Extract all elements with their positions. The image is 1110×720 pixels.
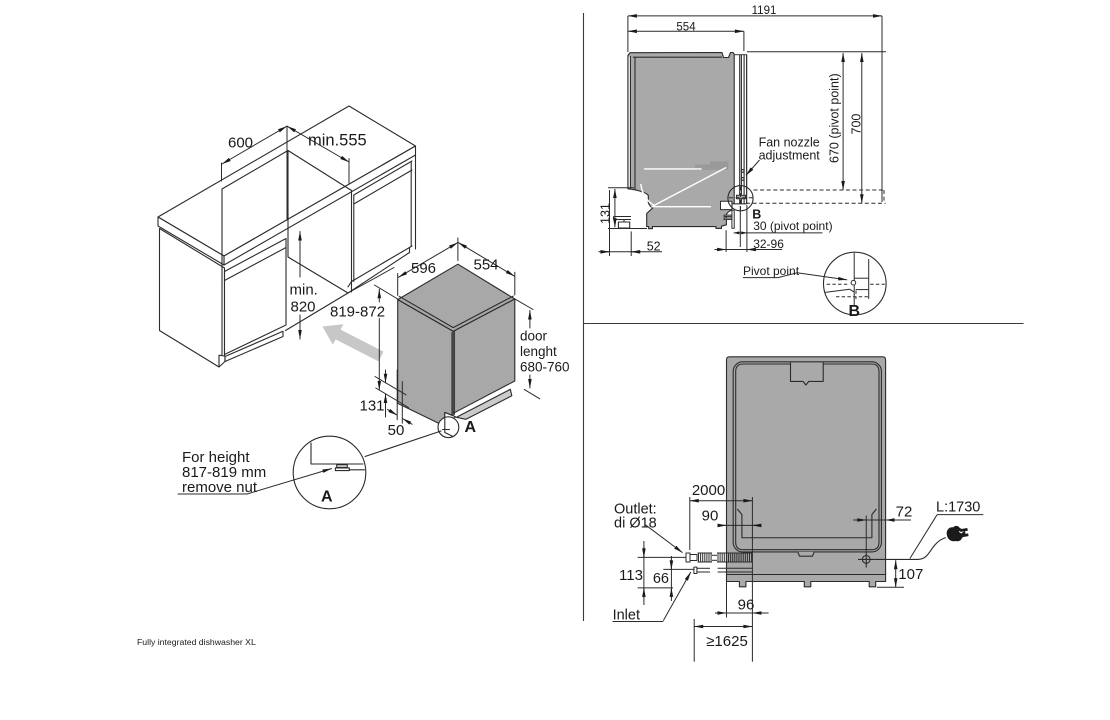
svg-text:554: 554 <box>676 22 696 34</box>
svg-text:adjustment: adjustment <box>759 149 821 163</box>
svg-text:600: 600 <box>228 135 253 152</box>
svg-text:≥1625: ≥1625 <box>706 633 748 650</box>
svg-text:2000: 2000 <box>692 482 725 499</box>
svg-text:66: 66 <box>653 571 669 587</box>
svg-text:L:1730: L:1730 <box>936 500 980 516</box>
svg-text:remove nut: remove nut <box>182 479 258 496</box>
svg-text:min.: min. <box>290 282 318 299</box>
svg-text:52: 52 <box>647 239 661 253</box>
svg-text:554: 554 <box>473 257 498 274</box>
svg-text:door: door <box>520 329 548 344</box>
svg-text:di Ø18: di Ø18 <box>614 516 657 532</box>
svg-text:A: A <box>321 489 333 506</box>
svg-text:50: 50 <box>388 422 405 439</box>
svg-text:30 (pivot point): 30 (pivot point) <box>753 219 832 233</box>
svg-text:Outlet:: Outlet: <box>614 502 657 518</box>
svg-text:596: 596 <box>411 260 436 277</box>
svg-text:131: 131 <box>359 398 384 415</box>
svg-text:96: 96 <box>738 597 755 614</box>
svg-text:820: 820 <box>291 299 316 316</box>
svg-text:Fan nozzle: Fan nozzle <box>759 136 820 150</box>
svg-text:1191: 1191 <box>752 5 777 17</box>
svg-text:lenght: lenght <box>520 344 557 359</box>
svg-text:680-760: 680-760 <box>520 360 570 375</box>
svg-text:For height: For height <box>182 449 250 466</box>
svg-text:A: A <box>465 419 477 436</box>
svg-text:Inlet: Inlet <box>613 608 640 624</box>
svg-text:817-819 mm: 817-819 mm <box>182 464 266 481</box>
svg-text:113: 113 <box>619 567 643 584</box>
svg-text:819-872: 819-872 <box>330 304 385 321</box>
svg-text:90: 90 <box>702 507 719 524</box>
svg-text:670 (pivot point): 670 (pivot point) <box>828 73 842 163</box>
svg-text:32-96: 32-96 <box>753 237 784 251</box>
svg-text:Pivot point: Pivot point <box>743 264 800 278</box>
svg-text:B: B <box>849 303 861 320</box>
svg-text:107: 107 <box>898 566 923 583</box>
svg-text:72: 72 <box>896 504 913 521</box>
svg-text:B: B <box>752 208 761 222</box>
svg-text:Fully integrated dishwasher XL: Fully integrated dishwasher XL <box>137 637 256 647</box>
svg-text:131: 131 <box>599 203 613 224</box>
svg-text:700: 700 <box>850 114 864 135</box>
svg-text:min.555: min.555 <box>308 132 367 150</box>
